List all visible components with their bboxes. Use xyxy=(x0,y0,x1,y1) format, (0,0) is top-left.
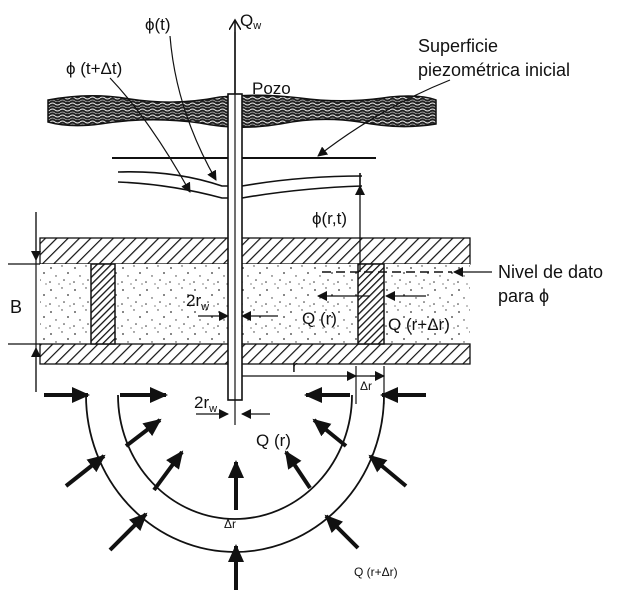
label-b: B xyxy=(10,297,22,317)
label-phi-t: ϕ(t) xyxy=(145,15,171,34)
label-q-r-dr-top: Q (r+Δr) xyxy=(388,315,450,334)
label-nivel-2: para ϕ xyxy=(498,286,549,306)
label-delta-r-top: Δr xyxy=(360,379,372,393)
label-phi-t-dt: ϕ (t+Δt) xyxy=(66,59,122,78)
label-nivel-1: Nivel de dato xyxy=(498,262,603,282)
label-superficie-2: piezométrica inicial xyxy=(418,60,570,80)
label-delta-r-arc: Δr xyxy=(224,517,236,531)
label-superficie-1: Superficie xyxy=(418,36,498,56)
shell-left-section xyxy=(90,263,116,345)
hemisphere-inner xyxy=(117,394,353,520)
phi-t-pointer xyxy=(169,35,217,181)
phi-t-dt-pointer xyxy=(109,77,191,193)
upper-confining-layer xyxy=(39,237,471,265)
label-qw: Qw xyxy=(240,11,261,32)
label-q-r-bottom: Q (r) xyxy=(256,431,291,450)
label-two-rw-bottom: 2rw xyxy=(194,393,217,415)
radial-flow-arrows xyxy=(64,418,408,590)
shell-right-section xyxy=(357,263,385,345)
superficie-pointer xyxy=(317,79,451,157)
label-q-r-dr-bottom: Q (r+Δr) xyxy=(354,565,398,579)
label-phi-rt: ϕ(r,t) xyxy=(312,209,347,228)
label-two-rw-top: 2rw xyxy=(186,291,209,313)
label-r: r xyxy=(292,357,298,376)
label-pozo: Pozo xyxy=(252,79,291,98)
lower-confining-layer xyxy=(39,343,471,365)
label-q-r-top: Q (r) xyxy=(302,309,337,328)
